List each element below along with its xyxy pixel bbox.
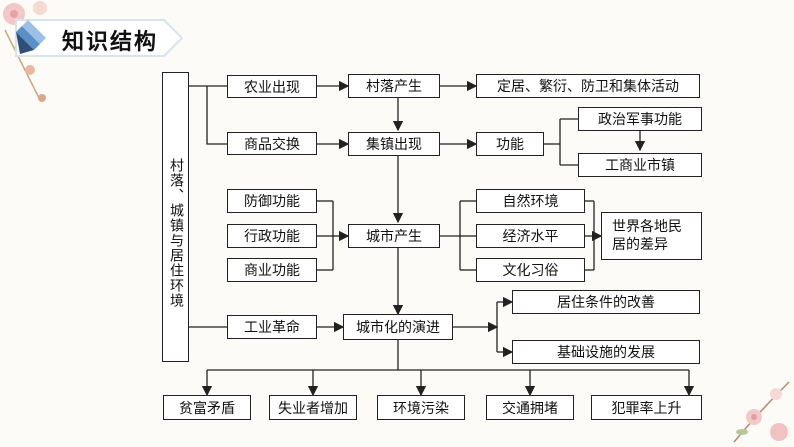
node-commerce: 商业功能 [227,258,317,282]
node-diff: 世界各地民居的差异 [601,212,702,260]
page-title: 知识结构 [62,30,159,55]
node-nature: 自然环境 [476,189,585,213]
node-living: 居住条件的改善 [512,290,700,314]
left-topic-box: 村落、城镇与居住环境 [162,72,189,362]
node-city: 城市产生 [348,224,440,248]
node-unemployment: 失业者增加 [269,395,357,420]
node-traffic: 交通拥堵 [486,395,574,420]
node-economy: 经济水平 [476,224,585,248]
node-defense: 防御功能 [227,189,317,213]
node-polmil: 政治军事功能 [578,107,702,131]
node-culture: 文化习俗 [476,258,585,282]
node-pollution: 环境污染 [377,395,465,420]
node-admin: 行政功能 [227,224,317,248]
node-agriculture: 农业出现 [227,75,317,98]
title-banner [15,19,184,57]
node-industrial-revolution: 工业革命 [227,315,317,339]
flower-decoration-icon [733,381,790,443]
left-topic-label: 村落、城镇与居住环境 [168,158,184,308]
node-trade: 商品交换 [227,132,317,155]
node-function: 功能 [476,132,544,156]
node-infra: 基础设施的发展 [512,340,700,364]
node-village: 村落产生 [348,74,440,98]
node-industown: 工商业市镇 [578,153,702,177]
node-wealth-gap: 贫富矛盾 [163,395,251,420]
node-town: 集镇出现 [348,132,440,156]
node-crime: 犯罪率上升 [591,395,702,420]
node-settle: 定居、繁衍、防卫和集体活动 [476,74,700,98]
node-urbanization: 城市化的演进 [343,314,453,340]
